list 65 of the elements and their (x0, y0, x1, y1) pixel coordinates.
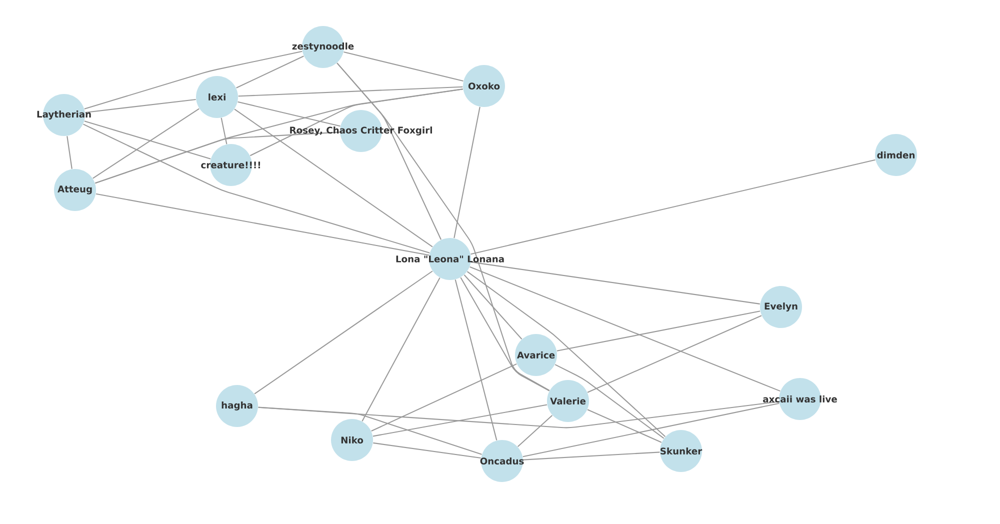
person-circle (875, 134, 917, 176)
node-label: lexi (208, 93, 226, 101)
node-label: Avarice (517, 351, 555, 359)
person-circle (331, 419, 373, 461)
node-label: Oncadus (480, 457, 524, 465)
connector-line (372, 404, 548, 437)
connector-line (238, 101, 340, 127)
node-label: Lona "Leona" Lonana (396, 256, 504, 262)
connector-line (85, 98, 196, 114)
person-circle (660, 430, 702, 472)
person-circle (196, 76, 238, 118)
connector-line (464, 274, 522, 340)
connector-line (523, 452, 660, 460)
connector-line (234, 108, 433, 248)
connector-line (84, 120, 211, 160)
connector-line (238, 86, 463, 97)
connector-line (454, 106, 480, 238)
node-label: axcaii was live (763, 395, 837, 403)
connector-line (371, 363, 517, 432)
node-label: Laytherian (37, 110, 91, 120)
connector-line (466, 271, 666, 437)
connector-line (84, 50, 302, 110)
connector-line (254, 270, 433, 394)
node-label: Valerie (550, 397, 586, 405)
person-circle (54, 169, 96, 211)
node-label: Skunker (660, 447, 702, 455)
connector-line (362, 278, 440, 422)
node-label: Oxoko (468, 82, 500, 90)
connector-line (470, 266, 780, 392)
connector-line (460, 277, 550, 392)
connector-line (220, 118, 228, 144)
node-label: dimden (877, 151, 914, 159)
person-circle (515, 334, 557, 376)
connector-line (471, 262, 760, 304)
node-label: hagha (222, 402, 252, 410)
node-label: Evelyn (764, 302, 798, 312)
node-label: Rosey, Chaos Critter Foxgirl (290, 126, 432, 136)
connector-line (554, 364, 664, 439)
connector-line (587, 315, 762, 393)
connector-line (470, 159, 876, 255)
node-label: Niko (341, 436, 364, 444)
connector-line (587, 409, 662, 443)
connector-line (96, 193, 430, 256)
connector-line (336, 62, 550, 391)
node-label: zestynoodle (292, 42, 354, 52)
connector-line (336, 62, 442, 240)
person-circle (547, 380, 589, 422)
connector-line (92, 108, 200, 179)
connector-line (258, 406, 482, 455)
connector-line (95, 132, 340, 184)
connector-line (236, 56, 304, 88)
node-label: Atteug (58, 186, 92, 194)
connector-line (344, 52, 464, 82)
connector-line (66, 136, 72, 169)
person-circle (463, 65, 505, 107)
person-circle (481, 440, 523, 482)
connector-line (454, 280, 498, 440)
person-circle (216, 385, 258, 427)
connector-line (517, 414, 553, 448)
person-circle (760, 286, 802, 328)
connector-line (556, 310, 760, 352)
connector-line (522, 402, 780, 458)
connector-line (373, 442, 481, 459)
connector-line (83, 124, 430, 254)
node-label: creature!!!! (201, 162, 260, 168)
